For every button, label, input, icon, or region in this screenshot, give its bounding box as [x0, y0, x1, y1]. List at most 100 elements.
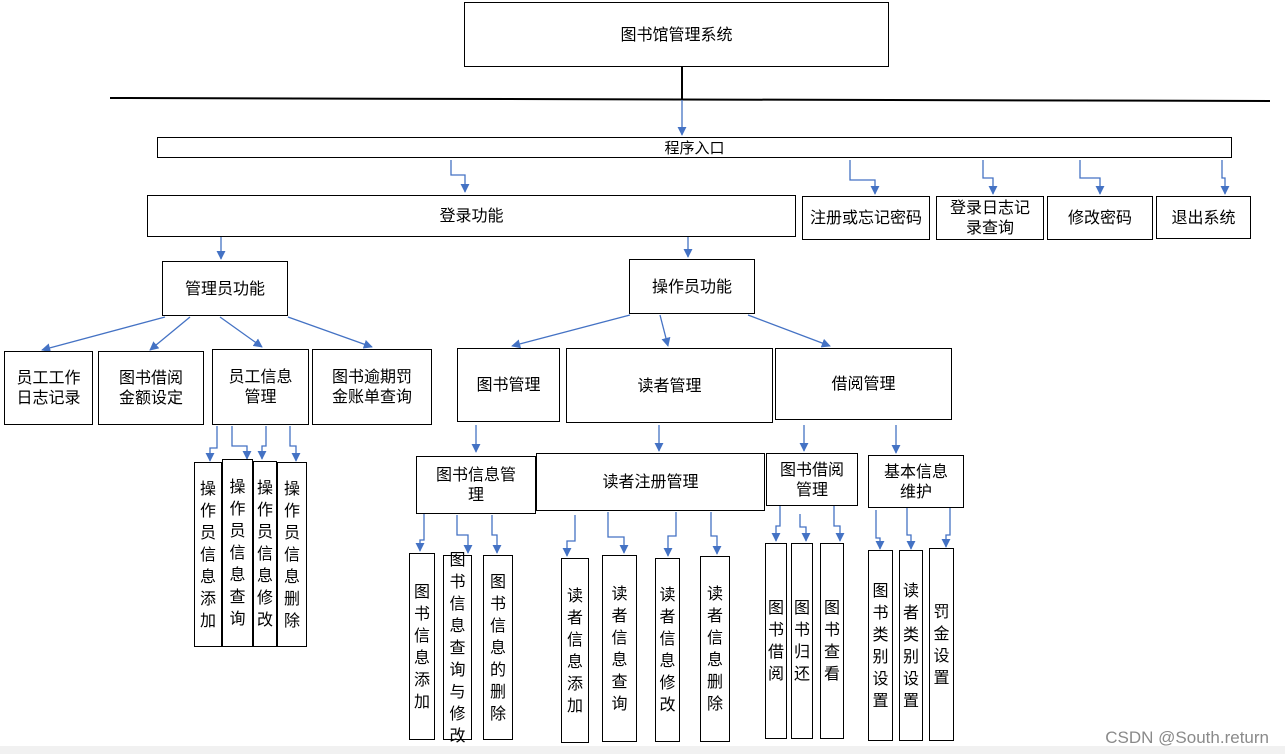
- arrow-bookinfo-3: [491, 515, 502, 554]
- staff-op-query: 操作员信息查询: [222, 459, 253, 647]
- leaf-label: 图书信息的删除: [489, 571, 506, 723]
- leaf-label: 图书借阅: [767, 598, 784, 683]
- reader-category-setting: 读者类别设置: [899, 550, 923, 741]
- borrow-book: 图书借阅: [765, 543, 787, 739]
- bottom-strip: [0, 746, 1285, 754]
- arrow-basic-2: [906, 508, 916, 550]
- arrow-staff-op1: [205, 426, 218, 462]
- arrow-staff-op3: [257, 426, 267, 460]
- staff-op-label: 操作员信息删除: [283, 478, 300, 630]
- leaf-label: 读者信息删除: [706, 584, 723, 713]
- module-readers: 读者管理: [566, 348, 773, 423]
- arrow-staff-op2: [231, 426, 252, 460]
- reader-reg-label: 读者注册管理: [602, 472, 699, 491]
- root-label: 图书馆管理系统: [620, 24, 733, 44]
- arrow-operator-books: [511, 314, 631, 349]
- arrow-borrow-1: [771, 506, 781, 542]
- admin-item-fine-bill: 图书逾期罚金账单查询: [312, 349, 432, 425]
- leaf-label: 读者信息添加: [566, 585, 583, 715]
- arrow-readerreg-2: [607, 512, 629, 554]
- arrow-basic-1: [875, 510, 885, 550]
- book-info-label: 图书信息管理: [435, 465, 516, 504]
- arrow-bookinfo-1: [415, 512, 425, 552]
- reader-edit: 读者信息修改: [655, 558, 680, 742]
- watermark: CSDN @South.return: [1105, 728, 1269, 747]
- return-book: 图书归还: [791, 543, 813, 739]
- operator-label: 操作员功能: [651, 276, 732, 296]
- reader-query: 读者信息查询: [602, 555, 637, 742]
- leaf-label: 罚金设置: [933, 601, 950, 687]
- staff-op-edit: 操作员信息修改: [253, 461, 277, 647]
- arrow-borrow-3: [833, 506, 845, 542]
- entry-node: 程序入口: [157, 137, 1232, 158]
- module-borrow: 借阅管理: [775, 348, 952, 420]
- staff-op-add: 操作员信息添加: [194, 462, 222, 647]
- login-node: 登录功能: [147, 195, 796, 237]
- staff-op-label: 操作员信息添加: [199, 478, 216, 630]
- arrow-entry-log: [982, 160, 998, 195]
- book-info-query-edit: 图书信息查询与修改: [443, 550, 472, 745]
- admin-label: 管理员功能: [184, 278, 265, 298]
- arrow-readerreg-1: [562, 515, 576, 557]
- leaf-label: 图书归还: [793, 598, 810, 683]
- horizontal-divider-line: [109, 97, 1271, 102]
- arrow-admin-item4: [287, 316, 373, 349]
- module-label: 借阅管理: [831, 374, 896, 393]
- arrow-entry-exit: [1220, 160, 1230, 195]
- operator-node: 操作员功能: [629, 259, 755, 314]
- leaf-label: 读者类别设置: [902, 580, 919, 710]
- arrow-entry-register: [849, 160, 880, 195]
- arrow-bookinfo-2: [456, 515, 473, 554]
- arrow-admin-item3: [219, 316, 263, 348]
- arrow-admin-item1: [41, 316, 166, 353]
- arrow-operator-borrow: [747, 314, 831, 348]
- book-category-setting: 图书类别设置: [868, 550, 893, 741]
- entry-label: 程序入口: [664, 138, 725, 157]
- staff-op-label: 操作员信息修改: [256, 478, 273, 629]
- borrow-manage-label: 图书借阅管理: [779, 459, 844, 499]
- reader-delete: 读者信息删除: [700, 556, 730, 742]
- admin-item-work-log: 员工工作日志记录: [4, 351, 93, 425]
- fine-setting: 罚金设置: [929, 548, 954, 741]
- leaf-label: 图书信息查询与修改: [449, 549, 466, 745]
- arrow-borrow-2: [799, 514, 811, 542]
- arrow-entry-login: [450, 160, 470, 193]
- admin-item-label: 图书逾期罚金账单查询: [331, 367, 412, 406]
- reader-add: 读者信息添加: [561, 558, 589, 743]
- leaf-label: 图书信息添加: [413, 581, 430, 711]
- admin-node: 管理员功能: [162, 261, 288, 316]
- exit-node: 退出系统: [1156, 196, 1251, 239]
- reader-reg-node: 读者注册管理: [536, 453, 765, 511]
- arrow-entry-password: [1079, 160, 1105, 195]
- leaf-label: 图书类别设置: [872, 580, 889, 710]
- book-info-delete: 图书信息的删除: [483, 555, 513, 740]
- basic-info-node: 基本信息维护: [868, 455, 964, 508]
- book-info-add: 图书信息添加: [409, 553, 435, 740]
- staff-op-delete: 操作员信息删除: [277, 462, 307, 647]
- module-label: 读者管理: [637, 375, 702, 395]
- login-label: 登录功能: [439, 206, 504, 225]
- exit-label: 退出系统: [1171, 207, 1236, 227]
- borrow-manage-node: 图书借阅管理: [766, 453, 858, 506]
- basic-info-label: 基本信息维护: [883, 461, 948, 501]
- leaf-label: 读者信息修改: [659, 585, 676, 714]
- staff-op-label: 操作员信息查询: [229, 477, 246, 628]
- arrow-admin-item2: [149, 316, 191, 351]
- admin-item-label: 图书借阅金额设定: [118, 368, 183, 407]
- admin-item-borrow-fee: 图书借阅金额设定: [98, 351, 204, 425]
- change-password-label: 修改密码: [1067, 208, 1132, 227]
- login-log-label: 登录日志记录查询: [949, 198, 1030, 237]
- arrow-staff-op4: [289, 426, 301, 462]
- register-node: 注册或忘记密码: [802, 196, 930, 240]
- leaf-label: 读者信息查询: [611, 583, 628, 713]
- arrow-operator-readers: [659, 314, 671, 347]
- change-password-node: 修改密码: [1047, 196, 1153, 240]
- admin-item-staff-info: 员工信息管理: [212, 349, 309, 425]
- arrow-readerreg-4: [710, 512, 722, 555]
- login-log-node: 登录日志记录查询: [936, 196, 1044, 240]
- view-book: 图书查看: [820, 543, 844, 739]
- register-label: 注册或忘记密码: [809, 208, 922, 227]
- module-label: 图书管理: [476, 375, 541, 394]
- admin-item-label: 员工工作日志记录: [16, 368, 81, 407]
